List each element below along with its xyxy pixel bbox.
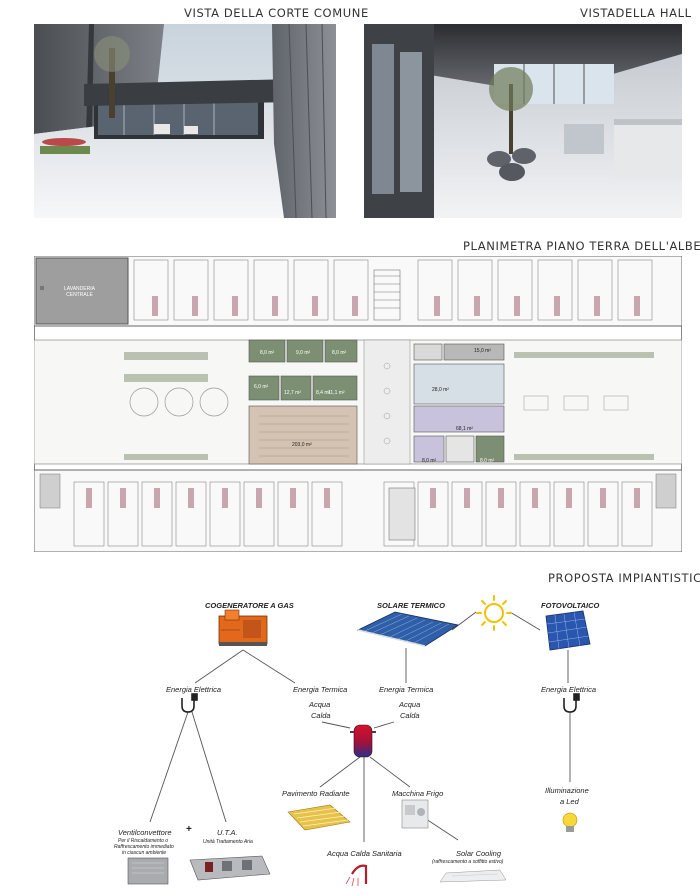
sun-icon: [476, 595, 512, 631]
plug-icon-right: [563, 693, 580, 713]
title-corte: VISTA DELLA CORTE COMUNE: [184, 6, 369, 20]
plan-area-12: 8,0 m²: [480, 458, 495, 464]
hall-render-image: [364, 24, 682, 218]
hot-water-tank-icon: [350, 724, 376, 758]
label-solar-cooling-desc: (raffrescamento a soffitto estivo): [432, 859, 504, 865]
photovoltaic-panel-icon: [545, 610, 591, 651]
air-handling-unit-icon: [189, 855, 271, 881]
label-acqua-2b: Calda: [400, 711, 420, 720]
label-ventil-desc-1: Per il Riscaldamento o: [118, 838, 169, 844]
shower-tap-icon: [345, 864, 368, 887]
label-fotovoltaico: FOTOVOLTAICO: [541, 601, 600, 610]
floor-plan-drawing: [34, 256, 682, 552]
plan-area-11: 8,0 m²: [422, 458, 437, 464]
title-plan: PLANIMETRA PIANO TERRA DELL'ALBERGO: [463, 239, 700, 253]
fan-coil-icon: [127, 857, 169, 885]
cooling-ceiling-icon: [439, 869, 507, 883]
plan-area-5: 8,4 m²: [316, 390, 331, 396]
label-ventil-desc-3: in ciascun ambiente: [122, 850, 167, 856]
label-macchina-frigo: Macchina Frigo: [392, 789, 444, 798]
label-acqua-1a: Acqua: [309, 700, 331, 709]
label-a-led: a Led: [560, 797, 579, 806]
radiant-floor-icon: [287, 804, 351, 831]
title-impianti: PROPOSTA IMPIANTISTICA: [548, 571, 700, 585]
plan-area-4: 12,7 m²: [284, 390, 301, 396]
label-acqua-sanitaria: Acqua Calda Sanitaria: [327, 849, 402, 858]
label-pavimento-radiante: Pavimento Radiante: [282, 789, 350, 798]
chiller-machine-icon: [401, 799, 429, 829]
gas-cogenerator-icon: [218, 609, 268, 646]
label-ventilconvettore: Ventilconvettore: [118, 828, 172, 837]
plan-area-9: 28,0 m²: [432, 387, 449, 393]
title-hall: VISTADELLA HALL: [580, 6, 692, 20]
label-plus: +: [186, 824, 192, 835]
plan-area-2: 8,0 m²: [332, 350, 347, 356]
label-energia-elettrica-2: Energia Elettrica: [541, 685, 597, 694]
plan-area-1: 9,0 m²: [296, 350, 311, 356]
render-hall: [364, 24, 682, 218]
label-solare-termico: SOLARE TERMICO: [377, 601, 445, 610]
label-energia-elettrica-1: Energia Elettrica: [166, 685, 222, 694]
render-corte-comune: [34, 24, 336, 218]
label-solar-cooling: Solar Cooling: [456, 849, 502, 858]
label-ventil-desc-2: Raffrescamento immediato: [114, 844, 174, 850]
label-cogeneratore: COGENERATORE A GAS: [205, 601, 294, 610]
label-illuminazione: Illuminazione: [545, 786, 589, 795]
label-energia-termica-1: Energia Termica: [293, 685, 348, 694]
courtyard-render-image: [34, 24, 336, 218]
label-uta: U.T.A.: [217, 828, 238, 837]
solar-thermal-panel-icon: [356, 611, 460, 647]
plan-area-6: 11,1 m²: [328, 390, 345, 396]
plan-area-3: 6,0 m²: [254, 384, 269, 390]
label-acqua-2a: Acqua: [399, 700, 421, 709]
plan-area-0: 8,0 m²: [260, 350, 275, 356]
led-bulb-icon: [562, 812, 578, 832]
plan-area-10: 68,1 m²: [456, 426, 473, 432]
plug-icon-left: [181, 693, 198, 713]
plan-area-8: 15,0 m²: [474, 348, 491, 354]
plan-area-7: 203,0 m²: [292, 442, 312, 448]
label-acqua-1b: Calda: [311, 711, 331, 720]
label-uta-desc: Unità Trattamento Aria: [203, 839, 253, 845]
plan-label-lavanderia: LAVANDERIA CENTRALE: [64, 286, 95, 298]
label-energia-termica-2: Energia Termica: [379, 685, 434, 694]
floor-plan: LAVANDERIA CENTRALE 8,0 m² 9,0 m² 8,0 m²…: [34, 256, 682, 552]
